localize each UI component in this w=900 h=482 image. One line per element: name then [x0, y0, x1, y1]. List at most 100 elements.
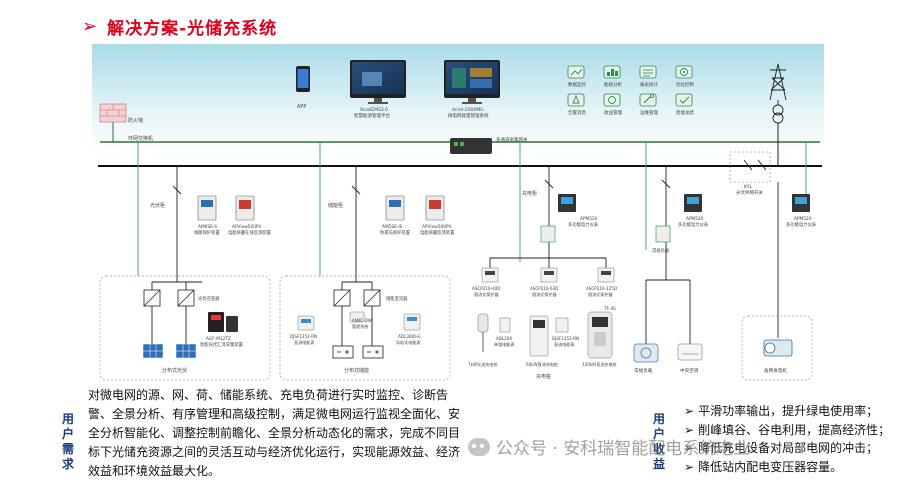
rail-meter-device-icon	[403, 313, 421, 331]
app-label: APP	[297, 104, 306, 110]
dc-meter-small-icon	[555, 317, 569, 333]
monitor-icon	[567, 65, 585, 79]
report-icon	[639, 65, 657, 79]
storage-meter-label-2: 电能质量监测装置	[420, 229, 455, 236]
storage-ctrl-label-2: 管理系统	[352, 323, 368, 329]
storage-controller-icon	[349, 311, 365, 323]
charge-terminal-icon	[540, 225, 556, 243]
ems-label-2: 微电网能量管理系统	[448, 112, 489, 119]
load-terminal-icon	[655, 225, 671, 243]
pv-protection-device-icon	[197, 195, 217, 221]
app-phone-icon	[296, 66, 310, 92]
gateway-label: 多通道采集网关	[496, 136, 528, 143]
ring-switch-label: 环网交换机	[128, 135, 153, 142]
benefit-item: ➢降低充电设备对局部电网的冲击；	[684, 441, 879, 455]
benefit-item: ➢削峰填谷、谷电利用，提高经济性；	[684, 422, 891, 437]
benefits-list: ➢平滑功率输出，提升绿电使用率； ➢削峰填谷、谷电利用，提高经济性； ➢降低充电…	[684, 402, 900, 476]
normal-load-meter-label: 常规负载	[652, 247, 670, 254]
maintenance-icon	[639, 93, 657, 107]
benefit-arrow-icon: ➢	[684, 422, 695, 437]
function-label-2: 报表统计	[640, 81, 658, 88]
storage-meter-b-label-1: ADL3000-E	[398, 334, 421, 339]
title-arrow-icon: ➢	[82, 16, 98, 37]
pv-protection-label-1: AM6SE-S	[198, 224, 217, 230]
meter-dc-label-1: DJSF1352-RN	[552, 336, 579, 341]
pv-protection-label-2: 线路保护装置	[194, 229, 220, 236]
ac-meter-device-icon	[499, 317, 511, 333]
alarm-icon	[567, 93, 585, 107]
tf-label: TF-4G	[603, 306, 616, 311]
load-meter-device-icon	[684, 194, 702, 212]
watermark: 公众号 · 安科瑞智能配电系统电业	[468, 434, 750, 459]
benefit-arrow-icon: ➢	[684, 404, 695, 418]
function-label-5: 收益管理	[604, 109, 622, 116]
charge-protect-c-label-2: 限流式保护器	[588, 291, 613, 297]
charge-protect-b-label-1: ASCP210-63D	[530, 286, 558, 291]
load-meter-label-2: 多功能电力仪表	[678, 221, 709, 228]
title-text: 解决方案-光储充系统	[107, 19, 278, 39]
grid-switch-label-1: KYL	[744, 184, 753, 190]
firewall-icon	[99, 103, 127, 123]
battery-icon	[332, 345, 384, 359]
normal-load-motor-icon	[633, 343, 659, 363]
function-label-0: 数据监控	[568, 81, 586, 88]
pv-meter-label-1: APView500PV	[232, 224, 262, 230]
storage-cabinet-label: 储能柜	[328, 202, 343, 209]
charging-box-label: 充电桩	[536, 373, 551, 380]
storage-meter-a-label-1: DJSF1352-RN	[290, 334, 317, 339]
storage-protection-label-1: AM5SE-IS	[382, 224, 403, 230]
charge-meter-device-icon	[558, 194, 576, 212]
inverter-label: 光伏逆变器	[198, 295, 220, 302]
storage-box-label: 分布式储能	[344, 367, 369, 374]
solar-panel-icon	[142, 343, 197, 359]
platform-monitor-icon	[350, 60, 406, 104]
function-label-7: 智能总结	[676, 109, 694, 116]
pv-cabinet-label: 光伏柜	[150, 202, 165, 209]
pv-box-label: 分布式光伏	[162, 367, 187, 374]
pv-meter-label-2: 电能质量在线监测装置	[228, 229, 272, 236]
wechat-icon	[468, 437, 490, 456]
gateway-icon	[450, 138, 492, 154]
storage-system-box	[279, 275, 451, 381]
pcs-icon	[333, 289, 381, 307]
charge-protector-a-icon	[481, 267, 499, 283]
storage-meter-a-label-2: 直流电能表	[294, 339, 314, 345]
page-title: ➢ 解决方案-光储充系统	[82, 14, 277, 39]
meter-dc-label-2: 直流电能表	[554, 341, 574, 347]
platform-label-2: 智慧能源管理平台	[354, 112, 390, 119]
grid-meter-label-2: 多功能电力仪表	[786, 221, 817, 228]
pv-inverter-icon	[143, 289, 195, 307]
needs-paragraph: 对微电网的源、网、荷、储能系统、充电负荷进行实时监控、诊断告警、全景分析、有序管…	[88, 388, 461, 478]
charge-protector-b-icon	[540, 267, 558, 283]
grid-switch-label-2: 光伏并网开关	[736, 189, 763, 196]
storage-protection-label-2: 防孤岛保护装置	[380, 229, 411, 236]
charge-meter-label-2: 多功能电力仪表	[568, 221, 599, 228]
hvac-label: 中央空调	[680, 367, 699, 374]
firewall-label: 防火墙	[128, 117, 143, 124]
pv-module-label-2: 智能光伏汇流采集装置	[200, 341, 244, 348]
pile-7kw-label: 7kW交流充电桩	[468, 361, 498, 367]
function-label-3: 优化控制	[676, 81, 694, 88]
benefit-item: ➢平滑功率输出，提升绿电使用率；	[684, 404, 879, 418]
storage-ctrl-label-1: ANKC-DW	[352, 318, 372, 323]
load-meter-label-1: APM520	[686, 216, 704, 222]
meter-ac-label-1: ADL200	[496, 336, 512, 341]
ems-label-1: Acrel-2000MG	[452, 107, 484, 113]
grid-meter-device-icon	[792, 194, 810, 212]
storage-meter-device-icon	[425, 195, 445, 221]
charge-protector-c-icon	[597, 267, 615, 283]
charging-cabinet-label: 充电柜	[522, 190, 537, 197]
charge-protect-b-label-2: 限流式保护器	[532, 291, 557, 297]
function-icon-grid	[567, 65, 693, 107]
grid-switch-box	[729, 151, 771, 183]
control-icon	[675, 65, 693, 79]
normal-load-label: 常规负载	[634, 367, 653, 374]
pile-60kw-label: 60kW直流充电桩	[526, 361, 558, 367]
pv-meter-device-icon	[235, 195, 255, 221]
benefit-item: ➢降低站内配电变压器容量。	[684, 459, 843, 474]
function-label-1: 能耗分析	[604, 81, 622, 88]
charge-protect-a-label-2: 限流式保护器	[474, 291, 499, 297]
ac-charger-7kw-icon	[477, 313, 489, 352]
platform-label-1: AcrelEMS3.0	[360, 107, 388, 113]
charge-meter-label-1: APM520	[580, 216, 598, 222]
